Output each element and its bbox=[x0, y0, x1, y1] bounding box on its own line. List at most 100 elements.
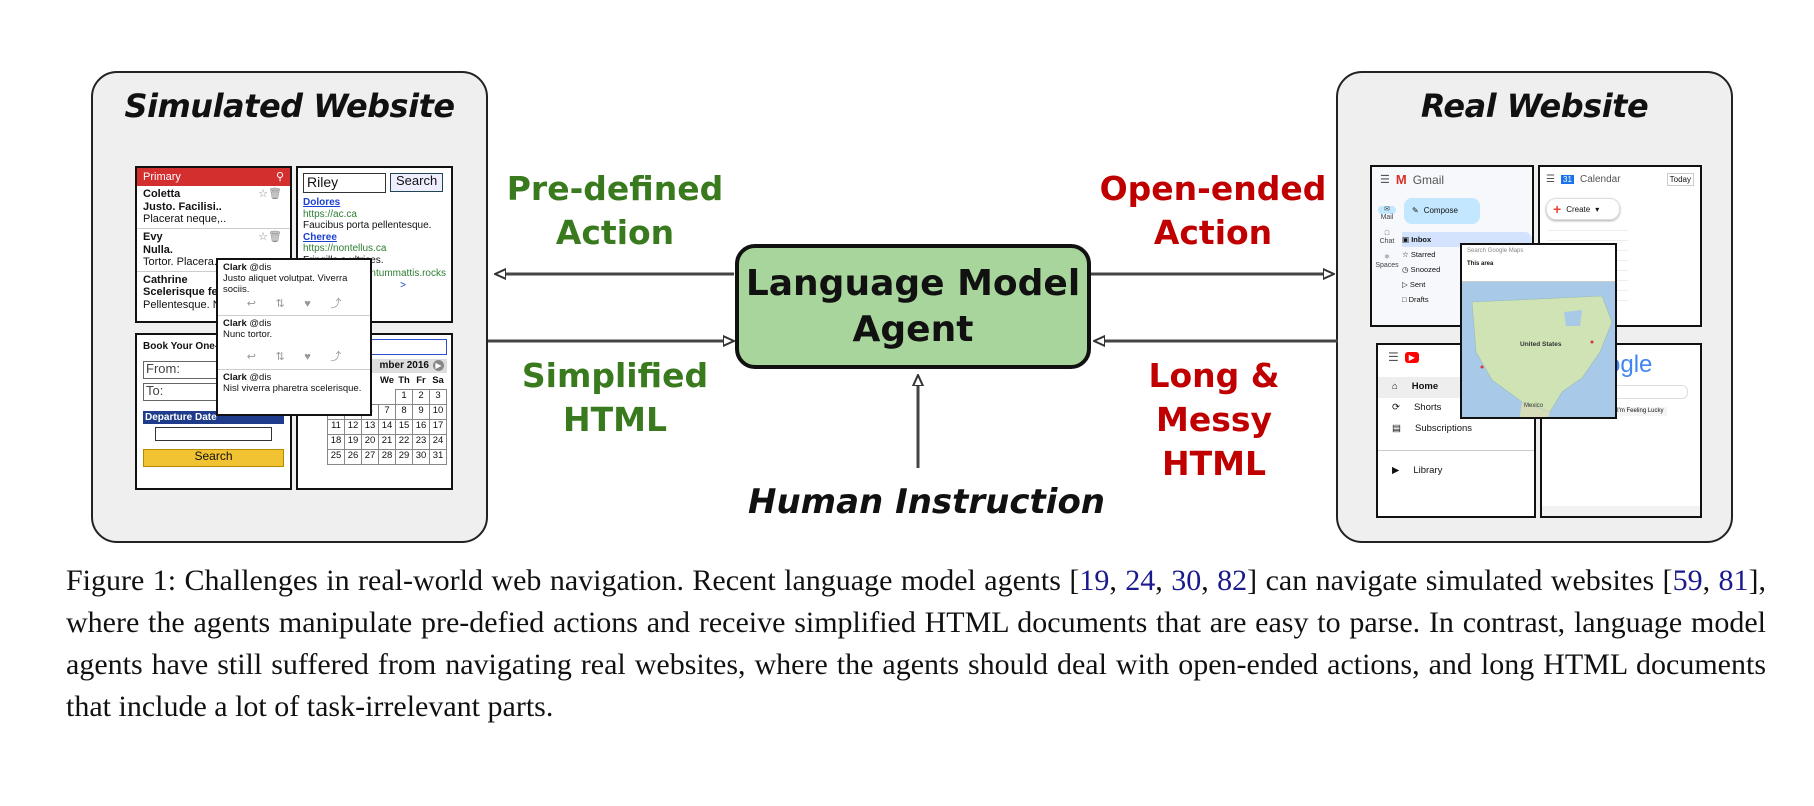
citation[interactable]: 59 bbox=[1672, 564, 1703, 597]
flight-search-button[interactable]: Search bbox=[143, 449, 284, 467]
calendar-day[interactable]: 24 bbox=[429, 433, 447, 450]
day-header: Fr bbox=[416, 375, 426, 387]
nav-label: Home bbox=[1411, 380, 1439, 392]
mail-nav[interactable]: ✉Mail bbox=[1372, 205, 1402, 222]
chat-nav-label: Chat bbox=[1379, 238, 1395, 246]
trash-icon[interactable]: 🗑 bbox=[268, 230, 282, 243]
today-button[interactable]: Today bbox=[1666, 173, 1694, 187]
calendar-day[interactable]: 13 bbox=[361, 418, 379, 435]
citation[interactable]: 24 bbox=[1125, 564, 1156, 597]
menu-icon[interactable]: ☰ bbox=[1546, 173, 1555, 185]
share-icon[interactable]: ⤴ bbox=[330, 297, 342, 310]
calendar-day[interactable]: 19 bbox=[344, 433, 362, 450]
tweet-handle: @dis bbox=[249, 371, 272, 383]
reply-icon[interactable]: ↩ bbox=[246, 351, 256, 364]
retweet-icon[interactable]: ⇅ bbox=[275, 351, 285, 364]
search-button[interactable]: Search bbox=[390, 173, 444, 192]
calendar-day[interactable]: 1 bbox=[395, 388, 413, 405]
calendar-input[interactable] bbox=[366, 339, 447, 355]
calendar-day[interactable]: 8 bbox=[395, 403, 413, 420]
search-icon[interactable]: ⚲ bbox=[275, 170, 284, 183]
citation[interactable]: 82 bbox=[1217, 564, 1248, 597]
menu-icon[interactable]: ☰ bbox=[1388, 350, 1399, 364]
calendar-day[interactable]: 28 bbox=[378, 448, 396, 465]
tweet[interactable]: Clark @dis Nisl viverra pharetra sceleri… bbox=[218, 370, 370, 398]
calendar-day[interactable]: 7 bbox=[378, 403, 396, 420]
maps-search-input[interactable]: Search Google Maps bbox=[1467, 248, 1524, 254]
heart-icon[interactable]: ♥ bbox=[304, 297, 311, 310]
calendar-day[interactable]: 23 bbox=[412, 433, 430, 450]
compose-button[interactable]: ✎Compose bbox=[1404, 197, 1480, 224]
email-item[interactable]: Coletta Justo. Facilisi.. Placerat neque… bbox=[137, 186, 290, 229]
star-icon[interactable]: ☆ bbox=[258, 230, 268, 243]
calendar-day[interactable]: 30 bbox=[412, 448, 430, 465]
calendar-day[interactable]: 14 bbox=[378, 418, 396, 435]
menu-icon[interactable]: ☰ bbox=[1380, 174, 1390, 187]
share-icon[interactable]: ⤴ bbox=[330, 351, 342, 364]
heart-icon[interactable]: ♥ bbox=[304, 351, 311, 364]
chat-nav[interactable]: □Chat bbox=[1372, 230, 1402, 246]
calendar-day[interactable]: 29 bbox=[395, 448, 413, 465]
divider bbox=[1378, 449, 1534, 451]
calendar-day[interactable]: 17 bbox=[429, 418, 447, 435]
calendar-day[interactable]: 3 bbox=[429, 388, 447, 405]
calendar-day[interactable]: 9 bbox=[412, 403, 430, 420]
calendar-day[interactable]: 22 bbox=[395, 433, 413, 450]
spaces-nav[interactable]: ⚛Spaces bbox=[1372, 254, 1402, 270]
email-item[interactable]: Cathrine Scelerisque feu.. Pellentesque.… bbox=[137, 272, 290, 314]
star-icon[interactable]: ☆ bbox=[258, 188, 268, 200]
tweet-text: Nisl viverra pharetra scelerisque. bbox=[223, 382, 362, 394]
email-subject: Scelerisque feu.. bbox=[143, 286, 231, 299]
caption-sep: , bbox=[1201, 564, 1218, 597]
draft-icon: □ bbox=[1402, 294, 1407, 304]
calendar-day[interactable]: 18 bbox=[327, 433, 345, 450]
calendar-day[interactable]: 25 bbox=[327, 448, 345, 465]
next-month-icon[interactable]: ▶ bbox=[433, 360, 444, 372]
nav-shorts[interactable]: ⟳Shorts bbox=[1378, 398, 1534, 419]
result-title[interactable]: Dolores bbox=[303, 197, 341, 208]
email-preview: Placerat neque,.. bbox=[143, 213, 227, 226]
tweet-user: Clark bbox=[223, 371, 247, 383]
email-item[interactable]: Evy Nulla. Tortor. Placera.. ☆ 🗑 bbox=[137, 229, 290, 272]
nav-subscriptions[interactable]: ▤Subscriptions bbox=[1378, 419, 1534, 440]
citation[interactable]: 81 bbox=[1718, 564, 1749, 597]
longmessy-html-label: Long & Messy HTML bbox=[1092, 354, 1336, 486]
create-label: Create bbox=[1566, 204, 1591, 214]
result-link[interactable]: > bbox=[400, 279, 406, 291]
citation[interactable]: 30 bbox=[1171, 564, 1202, 597]
create-button[interactable]: +Create▾ bbox=[1546, 198, 1620, 221]
citation[interactable]: 19 bbox=[1079, 564, 1110, 597]
lucky-button[interactable]: I'm Feeling Lucky bbox=[1614, 407, 1667, 416]
calendar-day[interactable]: 12 bbox=[344, 418, 362, 435]
departure-date-input[interactable] bbox=[155, 427, 272, 441]
tweet[interactable]: Clark @dis Nunc tortor. ↩ ⇅ ♥ ⤴ bbox=[218, 316, 370, 370]
reply-icon[interactable]: ↩ bbox=[246, 297, 256, 310]
calendar-day[interactable]: 26 bbox=[344, 448, 362, 465]
nav-library[interactable]: ▶Library bbox=[1378, 461, 1534, 482]
search-input[interactable]: Riley bbox=[303, 173, 386, 193]
calendar-day[interactable]: 21 bbox=[378, 433, 396, 450]
result-url: entummattis.rocks bbox=[364, 268, 446, 279]
simplified-line-2: HTML bbox=[563, 400, 667, 439]
folder-snoozed[interactable]: ◷ Snoozed bbox=[1402, 262, 1532, 277]
folder-starred[interactable]: ☆ Starred bbox=[1402, 247, 1532, 262]
tweet[interactable]: Clark @dis Justo aliquet volutpat. Viver… bbox=[218, 260, 370, 317]
result-title[interactable]: Cheree bbox=[303, 231, 337, 243]
calendar-day[interactable]: 15 bbox=[395, 418, 413, 435]
tweet-user: Clark bbox=[223, 262, 247, 273]
calendar-day[interactable]: 10 bbox=[429, 403, 447, 420]
email-sender: Evy bbox=[143, 230, 163, 243]
predefined-action-label: Pre-defined Action bbox=[500, 167, 730, 255]
trash-icon[interactable]: 🗑 bbox=[268, 188, 282, 200]
calendar-day[interactable]: 2 bbox=[412, 388, 430, 405]
calendar-day[interactable]: 16 bbox=[412, 418, 430, 435]
retweet-icon[interactable]: ⇅ bbox=[275, 297, 285, 310]
calendar-day[interactable]: 11 bbox=[327, 418, 345, 435]
calendar-day[interactable]: 20 bbox=[361, 433, 379, 450]
map-canvas[interactable] bbox=[1462, 282, 1617, 419]
folder-sent[interactable]: ▷ Sent bbox=[1402, 277, 1532, 292]
calendar-day[interactable]: 27 bbox=[361, 448, 379, 465]
folder-drafts[interactable]: □ Drafts bbox=[1402, 292, 1532, 307]
calendar-day[interactable]: 31 bbox=[429, 448, 447, 465]
nav-label: Library bbox=[1413, 464, 1443, 476]
